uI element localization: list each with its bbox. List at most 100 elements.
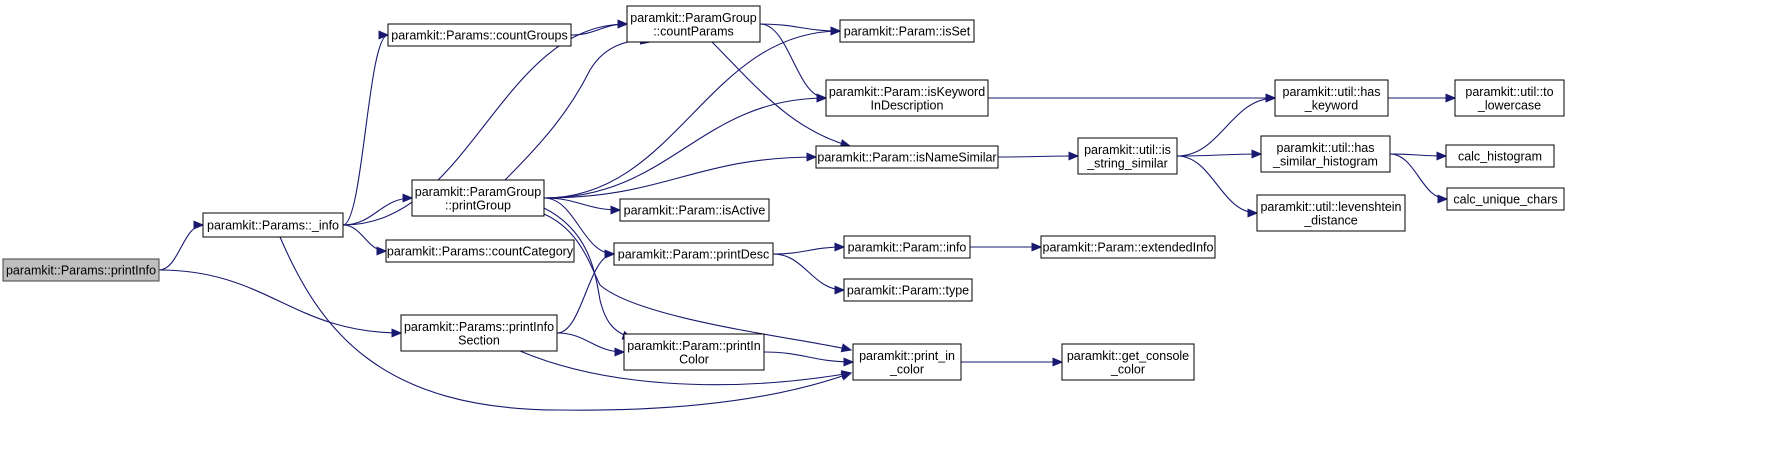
node-printDesc[interactable]: paramkit::Param::printDesc bbox=[613, 242, 774, 266]
node-isActive[interactable]: paramkit::Param::isActive bbox=[619, 198, 770, 222]
edge-arrowhead bbox=[391, 328, 403, 338]
node-label: paramkit::util::has bbox=[1277, 141, 1375, 155]
edge-line bbox=[519, 350, 852, 386]
edge-line bbox=[759, 23, 827, 99]
edge-arrowhead bbox=[376, 246, 388, 256]
edge-arrowhead bbox=[834, 285, 846, 295]
edge-arrowhead bbox=[1265, 93, 1277, 103]
node-has_keyword[interactable]: paramkit::util::has_keyword bbox=[1274, 79, 1389, 117]
edge-arrowhead bbox=[1445, 93, 1457, 103]
edge-isKeyword-to-has_keyword bbox=[988, 93, 1277, 103]
node-box bbox=[1256, 194, 1406, 232]
node-box bbox=[626, 5, 761, 43]
node-get_console_color[interactable]: paramkit::get_console_color bbox=[1061, 343, 1195, 381]
edge-_info-to-countGroups bbox=[342, 30, 390, 226]
edge-line bbox=[504, 40, 651, 181]
edge-printGroup-to-isNameSimilar bbox=[543, 152, 818, 199]
node-label: paramkit::Param::type bbox=[847, 284, 969, 298]
node-print_in_color[interactable]: paramkit::print_in_color bbox=[852, 343, 962, 381]
node-box bbox=[202, 212, 344, 238]
node-countGroups[interactable]: paramkit::Params::countGroups bbox=[387, 23, 572, 47]
edge-line bbox=[158, 269, 402, 334]
node-label: paramkit::Params::countCategory bbox=[387, 245, 574, 259]
edge-line bbox=[772, 246, 845, 255]
node-label: paramkit::Params::printInfo bbox=[404, 320, 554, 334]
edge-arrowhead bbox=[193, 220, 205, 230]
node-printInfo[interactable]: paramkit::Params::printInfo bbox=[2, 258, 160, 282]
node-label: paramkit::Param::isNameSimilar bbox=[817, 151, 996, 165]
node-label: paramkit::Param::info bbox=[848, 241, 967, 255]
edge-isNameSimilar-to-is_string_similar bbox=[997, 151, 1080, 161]
node-is_string_similar[interactable]: paramkit::util::is_string_similar bbox=[1077, 137, 1178, 175]
edge-line bbox=[342, 224, 387, 252]
node-label: paramkit::ParamGroup bbox=[630, 11, 756, 25]
node-label: paramkit::Param::extendedInfo bbox=[1043, 241, 1214, 255]
node-box bbox=[1260, 135, 1391, 173]
node-box bbox=[1454, 79, 1565, 117]
edge-arrowhead bbox=[1068, 151, 1080, 161]
node-box bbox=[613, 242, 774, 266]
edge-arrowhead bbox=[604, 249, 616, 259]
node-calc_unique_chars[interactable]: calc_unique_chars bbox=[1446, 187, 1565, 211]
node-_info[interactable]: paramkit::Params::_info bbox=[202, 212, 344, 238]
node-box bbox=[623, 333, 765, 371]
edge-has_similar_histogram-to-calc_histogram bbox=[1389, 151, 1448, 161]
edge-arrowhead bbox=[1031, 242, 1043, 252]
edge-countParams-to-isKeyword bbox=[759, 23, 828, 103]
node-has_similar_histogram[interactable]: paramkit::util::has_similar_histogram bbox=[1260, 135, 1391, 173]
node-countCategory[interactable]: paramkit::Params::countCategory bbox=[385, 239, 575, 263]
node-type[interactable]: paramkit::Param::type bbox=[843, 278, 973, 302]
node-countParams[interactable]: paramkit::ParamGroup::countParams bbox=[626, 5, 761, 43]
edge-arrowhead bbox=[614, 347, 626, 357]
node-printGroup[interactable]: paramkit::ParamGroup::printGroup bbox=[411, 179, 545, 217]
node-box bbox=[1061, 343, 1195, 381]
edge-is_string_similar-to-has_similar_histogram bbox=[1176, 149, 1263, 159]
edge-is_string_similar-to-has_keyword bbox=[1176, 93, 1277, 157]
node-box bbox=[400, 314, 558, 352]
node-box bbox=[1274, 79, 1389, 117]
edge-printInfoSection-to-printDesc bbox=[556, 249, 616, 334]
node-label: calc_unique_chars bbox=[1453, 193, 1557, 207]
node-label: paramkit::Param::printIn bbox=[627, 339, 760, 353]
node-levenshtein[interactable]: paramkit::util::levenshtein_distance bbox=[1256, 194, 1406, 232]
node-label: paramkit::Params::printInfo bbox=[6, 264, 156, 278]
node-label: _lowercase bbox=[1477, 98, 1541, 112]
edge-line bbox=[556, 332, 625, 353]
node-box bbox=[385, 239, 575, 263]
edge-arrowhead bbox=[843, 357, 855, 367]
node-label: ::printGroup bbox=[445, 198, 511, 212]
graph-edges bbox=[158, 19, 1457, 411]
node-label: paramkit::util::is bbox=[1084, 143, 1171, 157]
edge-line bbox=[1176, 155, 1258, 214]
node-label: paramkit::util::has bbox=[1283, 85, 1381, 99]
edge-arrowhead bbox=[1437, 194, 1449, 204]
node-box bbox=[387, 23, 572, 47]
edge-printDesc-to-type bbox=[772, 253, 846, 295]
node-box bbox=[843, 235, 971, 259]
edge-line bbox=[543, 213, 852, 351]
edge-arrowhead bbox=[1052, 357, 1064, 367]
node-label: paramkit::Param::isKeyword bbox=[829, 85, 985, 99]
edge-printInfo-to-_info bbox=[158, 220, 205, 271]
node-to_lowercase[interactable]: paramkit::util::to_lowercase bbox=[1454, 79, 1565, 117]
node-label: _keyword bbox=[1304, 98, 1359, 112]
edge-printInfoSection-to-printInColor bbox=[556, 332, 626, 357]
node-isNameSimilar[interactable]: paramkit::Param::isNameSimilar bbox=[815, 145, 999, 169]
node-label: paramkit::Params::countGroups bbox=[391, 29, 567, 43]
node-calc_histogram[interactable]: calc_histogram bbox=[1445, 144, 1555, 168]
node-info[interactable]: paramkit::Param::info bbox=[843, 235, 971, 259]
graph-nodes: paramkit::Params::printInfoparamkit::Par… bbox=[2, 5, 1565, 381]
node-isSet[interactable]: paramkit::Param::isSet bbox=[839, 19, 975, 43]
node-box bbox=[2, 258, 160, 282]
node-label: calc_histogram bbox=[1458, 150, 1542, 164]
node-label: Color bbox=[679, 352, 709, 366]
edge-line bbox=[543, 30, 841, 199]
node-label: paramkit::ParamGroup bbox=[415, 185, 541, 199]
node-extendedInfo[interactable]: paramkit::Param::extendedInfo bbox=[1040, 235, 1216, 259]
edge-arrowhead bbox=[1436, 151, 1448, 161]
edge-countGroups-to-countParams bbox=[570, 19, 629, 36]
edge-arrowhead bbox=[834, 242, 846, 252]
